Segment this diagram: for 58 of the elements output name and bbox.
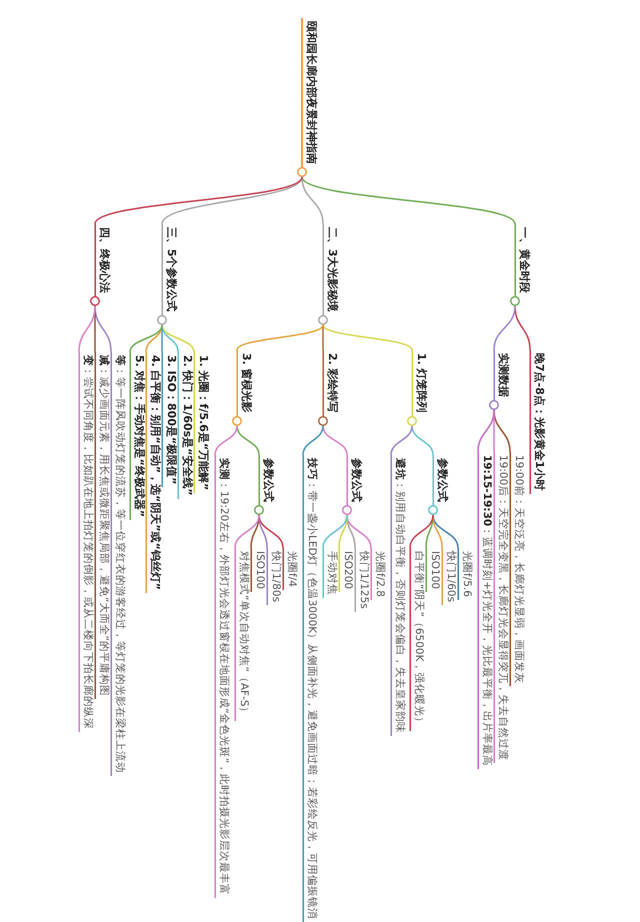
connector [161,324,195,352]
leaf-topic: 技巧：带一盏小LED灯（色温3000K）从侧面补光，避免画面过暗；若彩绘反光，可用偏振镜消 [302,455,319,922]
connector [94,306,96,352]
connector [301,176,324,224]
topic-label: 实测数据 [496,353,510,397]
leaf-topic: 手动对焦 [322,548,339,598]
connector [78,306,96,352]
leaf-topic: 2. 快门：1/60s是“安全线” [176,352,194,499]
connector [145,324,163,352]
connector [322,514,348,548]
leaf-topic: 3. ISO：800是“极限值” [160,352,178,488]
connector [161,325,163,352]
topic-label: 1. 灯笼阵列 [414,353,428,413]
leaf-topic: 晚7点-8点：光影黄金1小时 [528,350,546,494]
connector [477,410,495,452]
connector [409,514,434,548]
connector [322,426,348,456]
leaf-topic: 4. 白平衡：别用“自动”，选“阴天”或“钨丝灯” [144,352,162,594]
leaf-topic: 19:15-19:30：蓝调时刻+灯光全开，光比最平衡，出片率最高 [476,452,494,770]
connector [322,324,413,350]
connector [94,176,303,224]
topic-label: 颐和园长廊内部夜景封神指南 [304,21,318,164]
connector [214,426,238,456]
connector [161,176,303,224]
leaf-topic: 实测：19:20左右，外部灯光会透过窗棂在地面形成“金色光斑”，此时拍摄光影层次最丰富 [214,455,231,898]
connector [390,426,413,456]
topic-label: 三、5个参数公式 [164,227,178,312]
connector [493,306,516,350]
connector [493,410,495,452]
topic-label: 一、黄金时段 [518,227,531,293]
connector [301,176,516,224]
connector [302,426,324,456]
topic-label: 参数公式 [350,458,363,502]
connector [432,514,443,548]
leaf-topic: 变：尝试不同角度，比如趴在地上拍灯笼的倒影，或从二楼向下拍长廊的纵深 [78,352,95,732]
leaf-topic: 对焦模式“单次自动对焦”（AF-S） [234,548,251,721]
connector [258,514,268,548]
leaf-topic: 避坑：别用自动白平衡，否则灯笼会偏白，失去皇家韵味 [390,455,407,736]
topic-label: 3. 窗棂光影 [240,353,253,413]
leaf-topic: 5. 对焦：手动对焦是“终极武器” [128,352,146,520]
connector [514,306,531,350]
leaf-topic: 快门1/80s [266,548,283,606]
leaf-topic: 等：等一阵风吹动灯笼的流苏，等一位穿红衣的游客经过，等灯笼的光影在梁柱上流动 [110,352,127,776]
leaf-topic: 快门1/125s [354,548,371,612]
connector [129,324,163,352]
topic-label: 参数公式 [262,458,275,502]
leaf-topic: 快门1/60s [440,548,458,606]
connector [234,514,260,548]
topic-label: 2. 彩绘特写 [326,353,339,413]
connector [411,426,434,456]
leaf-topic: 白平衡“阴天”（6500K，强化暖光） [408,548,426,730]
topic-label: 二、3大光影秘境 [326,227,339,312]
topic-label: 四、终极心法 [98,227,111,293]
connector [322,325,324,350]
connector [236,426,260,456]
topic-label: 参数公式 [436,458,449,502]
connector [236,324,324,350]
connector [346,514,356,548]
